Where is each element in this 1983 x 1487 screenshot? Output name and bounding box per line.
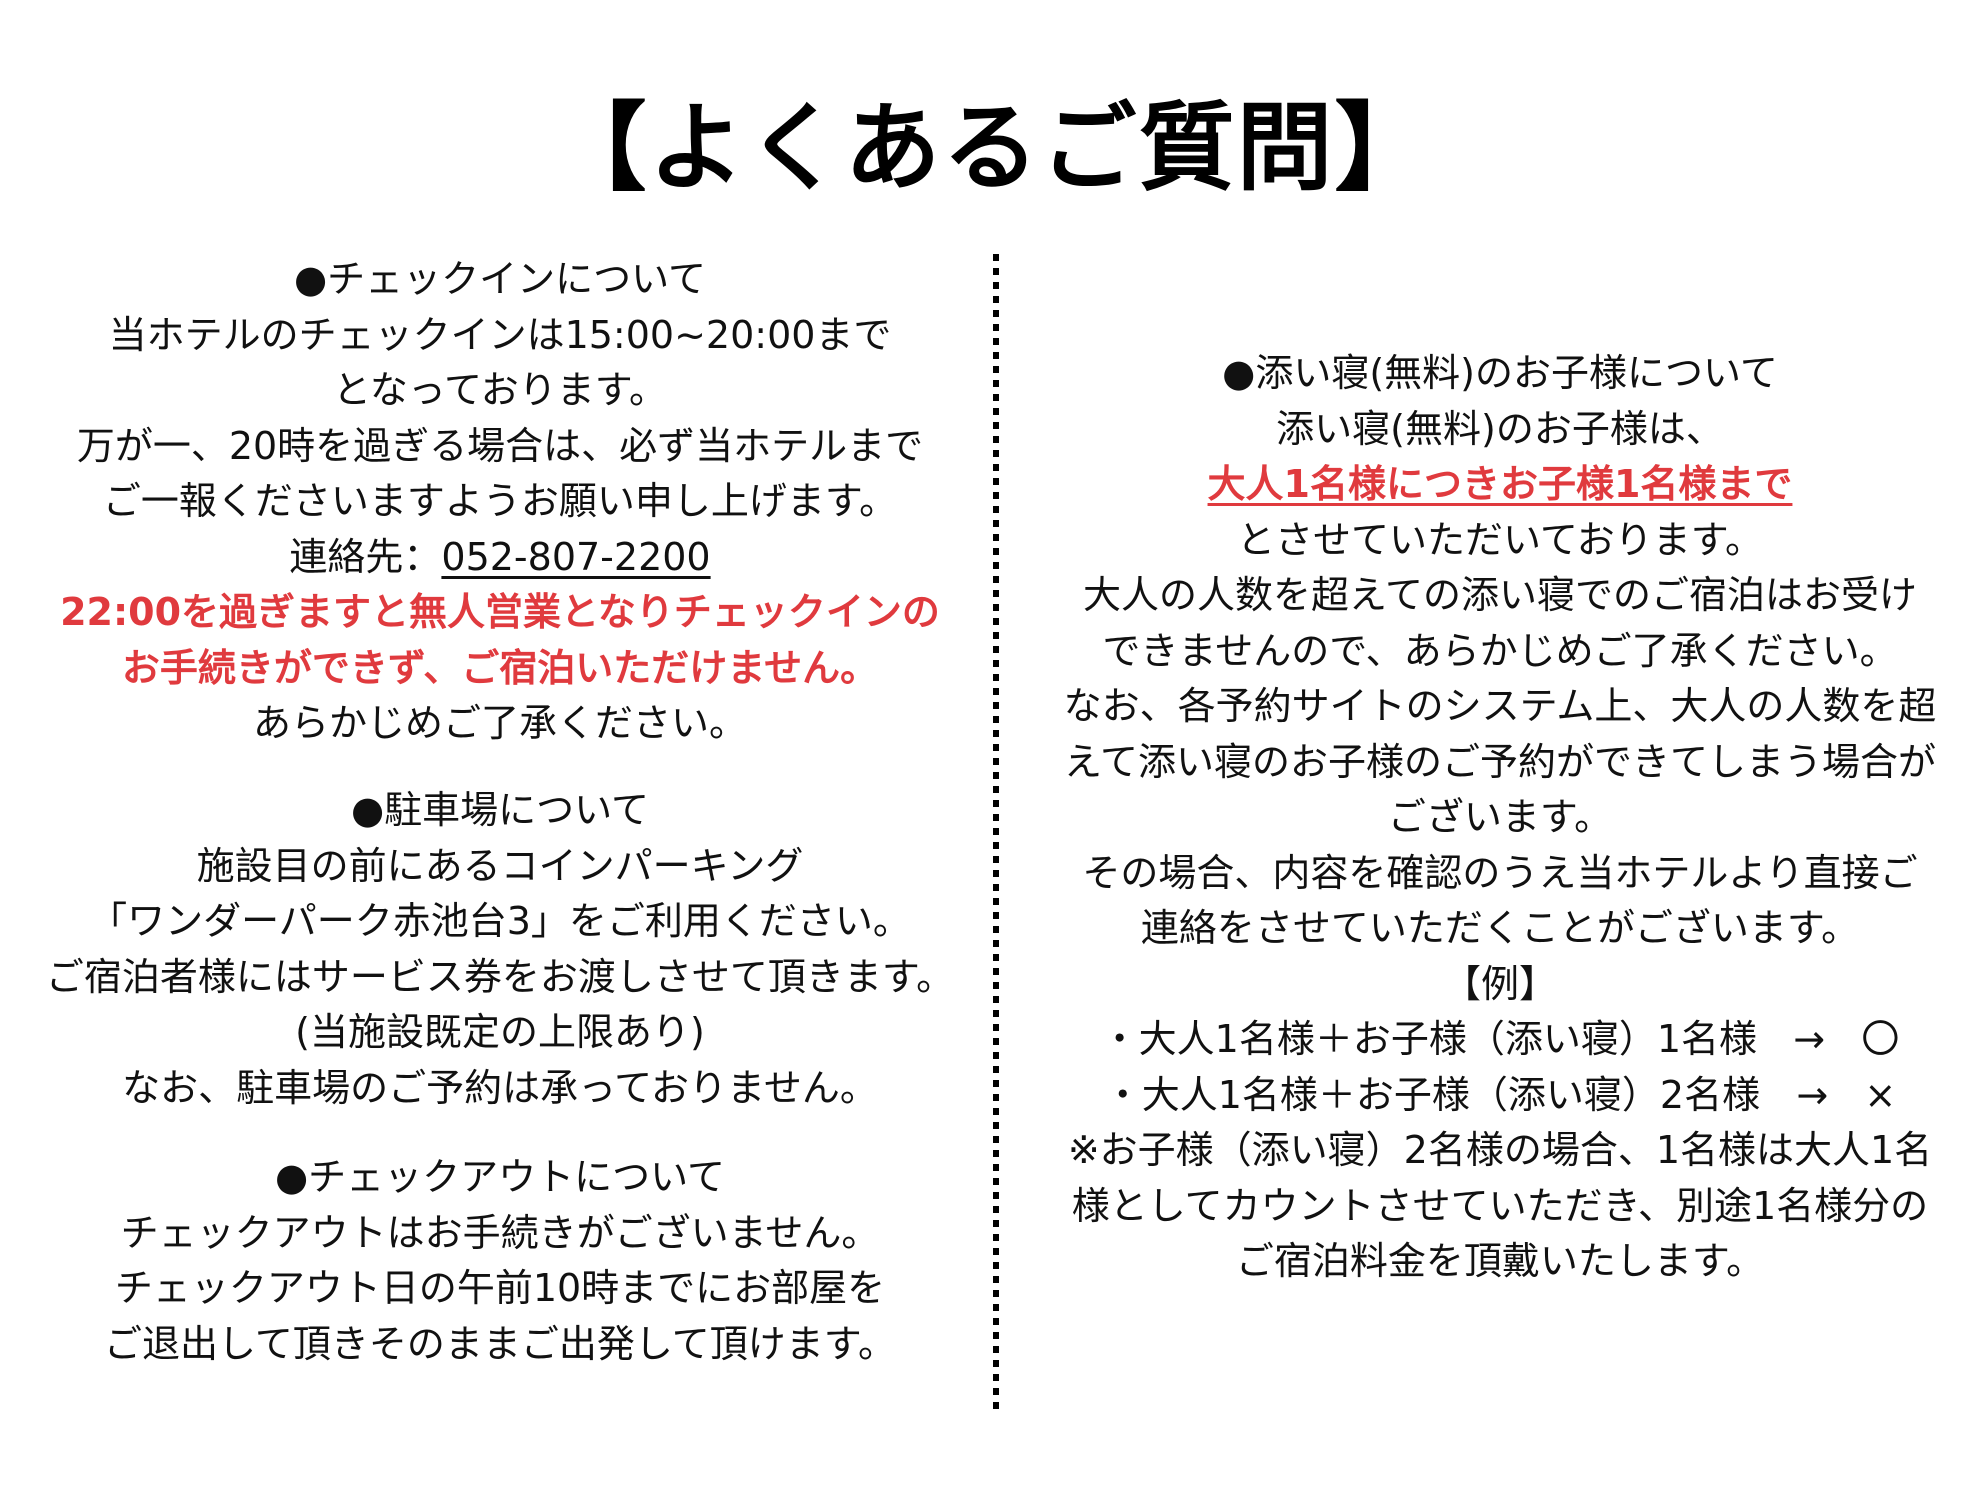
text-line: 連絡をさせていただくことがございます。 (1140, 906, 1860, 950)
circle-ok-icon: 〇 (1861, 1017, 1900, 1061)
text-line: 添い寝(無料)のお子様は、 (1276, 406, 1724, 451)
text-line: チェックアウトはお手続きがございません。 (120, 1210, 880, 1255)
text-line: 万が一、20時を過ぎる場合は、必ず当ホテルまで (76, 423, 924, 468)
contact-line: 連絡先：052-807-2200 (20, 530, 980, 586)
contact-label: 連絡先： (289, 534, 442, 579)
text-line: えて添い寝のお子様のご予約ができてしまう場合が (1063, 739, 1937, 784)
section-heading: ●チェックインについて (293, 257, 707, 301)
section-checkin: ●チェックインについて 当ホテルのチェックインは15:00~20:00まで とな… (20, 252, 980, 752)
note-line: ※お子様（添い寝）2名様の場合、1名様は大人1名 (1067, 1128, 1933, 1172)
text-line: ございます。 (1387, 795, 1613, 839)
example-row: ・大人1名様＋お子様（添い寝）2名様 → × (1030, 1068, 1970, 1124)
warning-line: お手続きができず、ご宿泊いただけません。 (121, 645, 879, 690)
text-line: ご退出して頂きそのままご出発して頂けます。 (104, 1321, 896, 1366)
arrow-icon: → (1793, 1017, 1826, 1061)
highlight-text: 大人1名様につきお子様1名様まで (1207, 462, 1793, 506)
text-line: その場合、内容を確認のうえ当ホテルより直接ご (1082, 850, 1918, 895)
example-heading: 【例】 (1442, 961, 1557, 1006)
text-line: ご一報くださいますようお願い申し上げます。 (102, 479, 898, 523)
text-line: 大人の人数を超えての添い寝でのご宿泊はお受け (1082, 573, 1918, 617)
text-line: なお、駐車場のご予約は承っておりません。 (122, 1065, 878, 1110)
cross-ng-icon: × (1864, 1072, 1897, 1117)
text-line: 施設目の前にあるコインパーキング (196, 843, 804, 888)
text-line: チェックアウト日の午前10時までにお部屋を (114, 1266, 886, 1310)
section-checkout: ●チェックアウトについて チェックアウトはお手続きがございません。 チェックアウ… (20, 1150, 980, 1372)
column-divider (993, 254, 999, 1414)
section-heading: ●駐車場について (350, 788, 650, 832)
text-line: 「ワンダーパーク赤池台3」をご利用ください。 (89, 899, 911, 943)
text-line: できませんので、あらかじめご了承ください。 (1102, 628, 1898, 673)
text-line: となっております。 (332, 368, 668, 412)
text-line: なお、各予約サイトのシステム上、大人の人数を超 (1063, 684, 1937, 728)
text-line: ご宿泊者様にはサービス券をお渡しさせて頂きます。 (45, 954, 955, 999)
example-text: ・大人1名様＋お子様（添い寝）2名様 (1103, 1072, 1761, 1117)
text-line: (当施設既定の上限あり) (295, 1010, 705, 1054)
note-line: ご宿泊料金を頂戴いたします。 (1235, 1239, 1765, 1283)
text-line: あらかじめご了承ください。 (252, 701, 747, 745)
warning-line: 22:00を過ぎますと無人営業となりチェックインの (60, 590, 940, 634)
section-parking: ●駐車場について 施設目の前にあるコインパーキング 「ワンダーパーク赤池台3」を… (20, 783, 980, 1116)
example-text: ・大人1名様＋お子様（添い寝）1名様 (1100, 1017, 1757, 1061)
section-co-sleeping: ●添い寝(無料)のお子様について 添い寝(無料)のお子様は、 大人1名様につきお… (1030, 346, 1970, 1290)
highlight-line: 大人1名様につきお子様1名様まで (1030, 457, 1970, 513)
section-heading: ●添い寝(無料)のお子様について (1222, 351, 1778, 395)
arrow-icon: → (1796, 1072, 1829, 1117)
text-line: 当ホテルのチェックインは15:00~20:00まで (108, 312, 892, 357)
text-line: とさせていただいております。 (1237, 517, 1763, 562)
page-title: 【よくあるご質問】 (550, 92, 1433, 204)
phone-link[interactable]: 052-807-2200 (441, 534, 711, 579)
section-heading: ●チェックアウトについて (274, 1155, 726, 1199)
note-line: 様としてカウントさせていただき、別途1名様分の (1071, 1183, 1929, 1228)
example-row: ・大人1名様＋お子様（添い寝）1名様 → 〇 (1030, 1012, 1970, 1068)
